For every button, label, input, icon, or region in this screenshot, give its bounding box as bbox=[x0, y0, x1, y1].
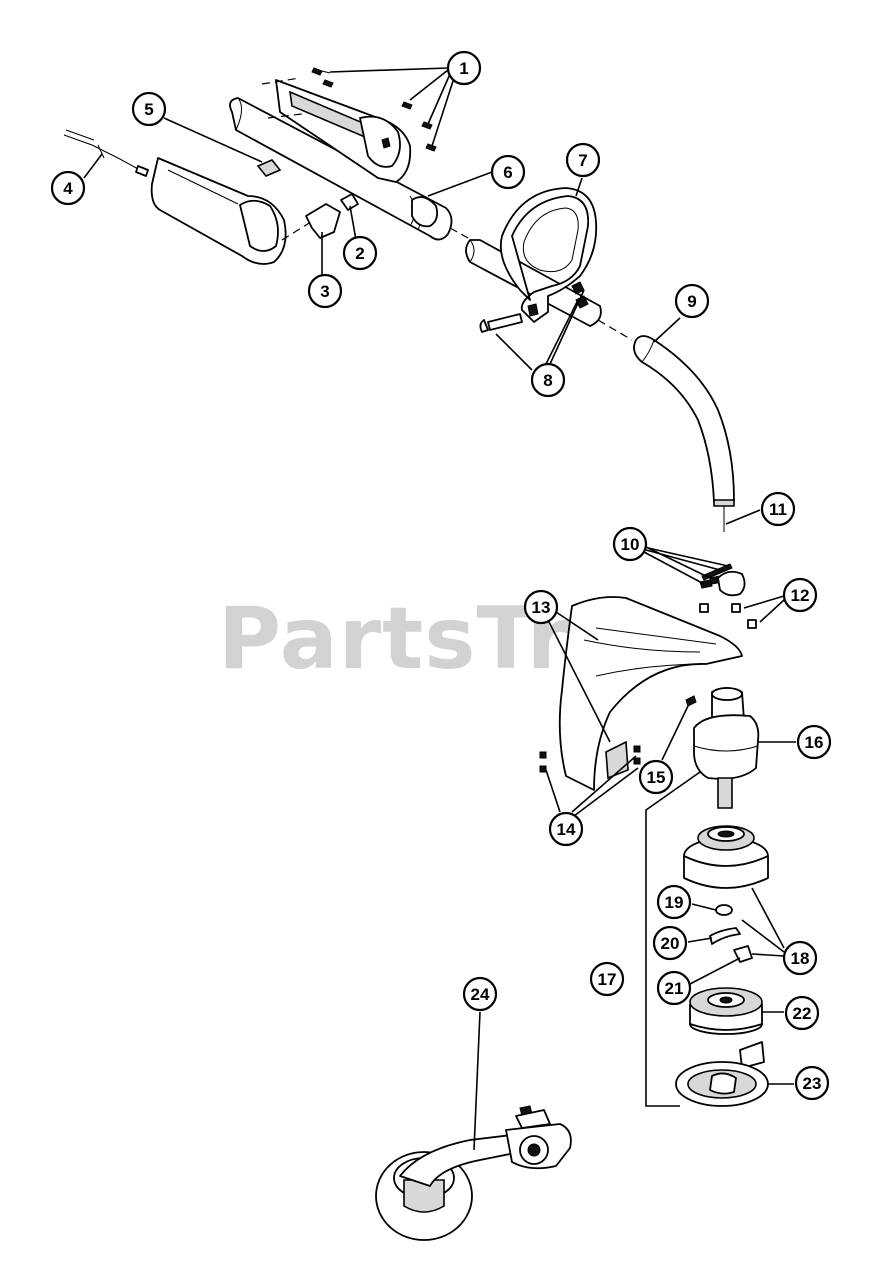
spool-cover-part bbox=[675, 1041, 769, 1107]
screw-set bbox=[311, 67, 437, 152]
callout-20[interactable]: 20 bbox=[652, 925, 688, 961]
callout-3[interactable]: 3 bbox=[307, 273, 343, 309]
trimmer-head-hub-part bbox=[683, 825, 769, 889]
callout-21-label: 21 bbox=[665, 979, 684, 998]
callout-23[interactable]: 23 bbox=[794, 1065, 830, 1101]
callout-10-label: 10 bbox=[621, 535, 640, 554]
grass-shield-part bbox=[539, 596, 743, 791]
callout-6-label: 6 bbox=[503, 163, 512, 182]
callout-13-label: 13 bbox=[532, 598, 551, 617]
switch-part bbox=[256, 159, 282, 177]
callout-8[interactable]: 8 bbox=[530, 362, 566, 398]
callout-5-label: 5 bbox=[144, 100, 153, 119]
callout-16-label: 16 bbox=[805, 733, 824, 752]
callout-4-label: 4 bbox=[63, 179, 73, 198]
callout-2-label: 2 bbox=[355, 244, 364, 263]
handle-grip-part bbox=[150, 157, 331, 265]
callout-10[interactable]: 10 bbox=[612, 526, 648, 562]
leader-lines bbox=[83, 67, 796, 1151]
assembly-bracket bbox=[645, 771, 701, 1107]
callout-20-label: 20 bbox=[661, 934, 680, 953]
callout-16[interactable]: 16 bbox=[796, 724, 832, 760]
callout-9-label: 9 bbox=[687, 292, 696, 311]
callout-18[interactable]: 18 bbox=[782, 940, 818, 976]
line-spool-part bbox=[689, 987, 763, 1035]
callout-22[interactable]: 22 bbox=[784, 995, 820, 1031]
shield-screws-part bbox=[699, 603, 757, 629]
handle-housing-part bbox=[261, 67, 437, 183]
throttle-cable-part bbox=[63, 129, 149, 177]
callout-19-label: 19 bbox=[665, 893, 684, 912]
callout-12-label: 12 bbox=[791, 586, 810, 605]
assist-handle-part bbox=[499, 187, 598, 323]
upper-shaft-part bbox=[229, 97, 469, 241]
callout-9[interactable]: 9 bbox=[674, 283, 710, 319]
callout-23-label: 23 bbox=[803, 1074, 822, 1093]
shaft-clamp-part bbox=[411, 196, 439, 228]
callout-1-label: 1 bbox=[459, 59, 468, 78]
callout-1[interactable]: 1 bbox=[446, 50, 482, 86]
callout-12[interactable]: 12 bbox=[782, 577, 818, 613]
callout-11-label: 11 bbox=[769, 500, 787, 519]
lower-curved-shaft-part bbox=[597, 319, 735, 532]
callout-8-label: 8 bbox=[543, 371, 552, 390]
edger-attachment-part bbox=[375, 1105, 572, 1241]
shield-mount-screws-part bbox=[699, 563, 746, 597]
callout-19[interactable]: 19 bbox=[656, 884, 692, 920]
callout-24-label: 24 bbox=[471, 985, 490, 1004]
callout-11[interactable]: 11 bbox=[760, 491, 796, 527]
callout-18-label: 18 bbox=[791, 949, 810, 968]
callout-6[interactable]: 6 bbox=[490, 154, 526, 190]
callout-5[interactable]: 5 bbox=[131, 91, 167, 127]
callout-15-label: 15 bbox=[647, 768, 666, 787]
callout-7[interactable]: 7 bbox=[565, 142, 601, 178]
callout-2[interactable]: 2 bbox=[342, 235, 378, 271]
screw-15-part bbox=[685, 695, 697, 707]
callout-13[interactable]: 13 bbox=[523, 589, 559, 625]
callout-4[interactable]: 4 bbox=[50, 170, 86, 206]
callout-22-label: 22 bbox=[793, 1004, 812, 1023]
assist-handle-bolt-part bbox=[479, 303, 539, 333]
trimmer-head-small-parts bbox=[709, 904, 753, 963]
callout-24[interactable]: 24 bbox=[462, 976, 498, 1012]
callout-21[interactable]: 21 bbox=[656, 970, 692, 1006]
middle-shaft-part bbox=[465, 239, 602, 327]
callout-14[interactable]: 14 bbox=[548, 811, 584, 847]
callout-3-label: 3 bbox=[320, 282, 329, 301]
callout-17-label: 17 bbox=[598, 970, 617, 989]
callout-17[interactable]: 17 bbox=[589, 961, 625, 997]
callout-14-label: 14 bbox=[557, 820, 576, 839]
callout-15[interactable]: 15 bbox=[638, 759, 674, 795]
drive-housing-part bbox=[693, 687, 760, 809]
callout-7-label: 7 bbox=[578, 151, 587, 170]
throttle-trigger-part bbox=[305, 193, 359, 239]
